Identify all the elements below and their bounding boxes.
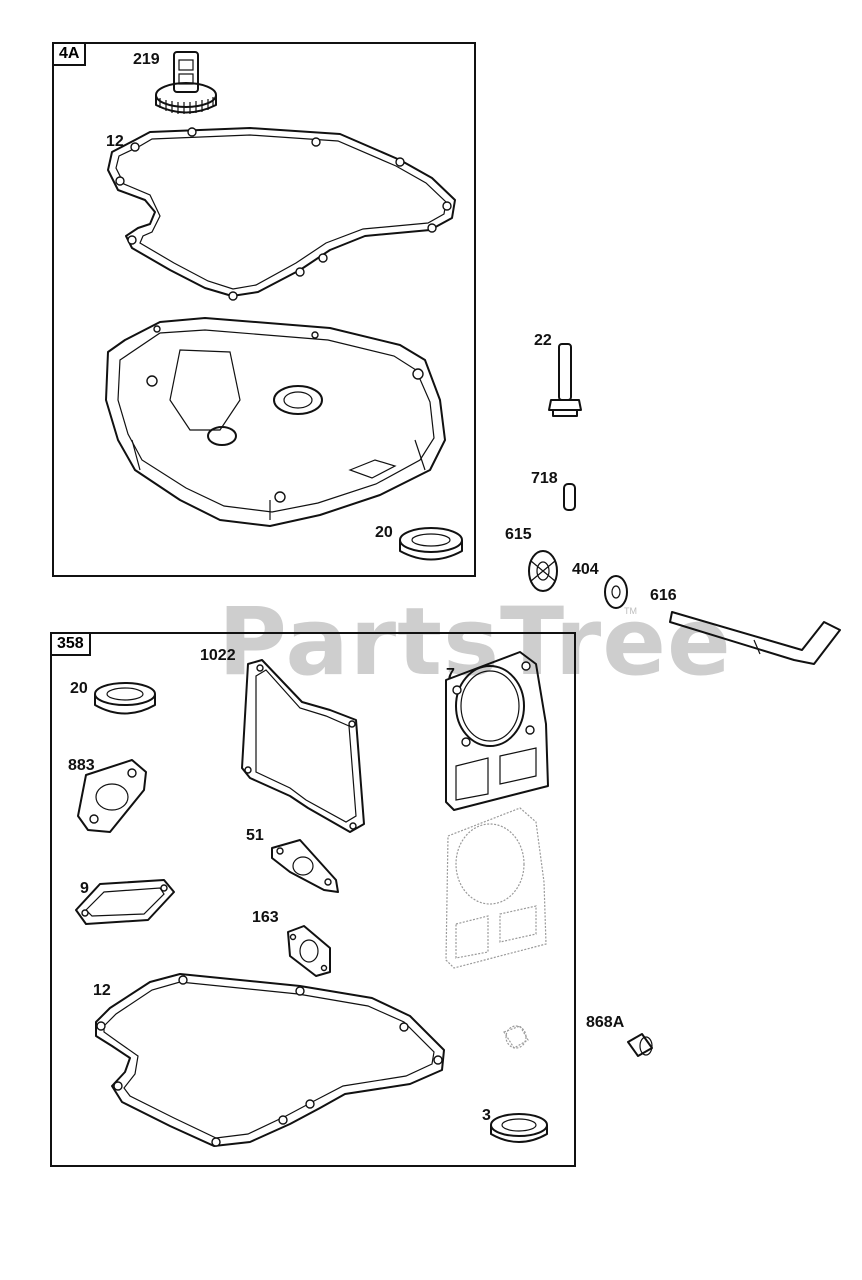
callout-404[interactable]: 404 <box>572 561 599 578</box>
governor-shaft-drawing[interactable] <box>669 611 841 665</box>
callout-20-bottom[interactable]: 20 <box>70 680 88 697</box>
breather-gasket-drawing[interactable] <box>75 879 175 925</box>
callout-7[interactable]: 7 <box>446 666 455 683</box>
exhaust-gasket-drawing[interactable] <box>77 759 147 833</box>
callout-20-top[interactable]: 20 <box>375 524 393 541</box>
callout-12-bottom[interactable]: 12 <box>93 982 111 999</box>
oil-slinger-drawing[interactable] <box>528 550 558 592</box>
washer-drawing[interactable] <box>604 575 628 609</box>
callout-51[interactable]: 51 <box>246 827 264 844</box>
governor-gear-drawing[interactable] <box>155 51 217 114</box>
crankcase-gasket-top-drawing[interactable] <box>107 127 456 301</box>
crankcase-gasket-bottom-drawing[interactable] <box>95 973 445 1147</box>
cylinder-head-gasket-drawing[interactable] <box>445 651 549 811</box>
carburetor-gasket-drawing[interactable] <box>287 925 331 977</box>
callout-3[interactable]: 3 <box>482 1107 491 1124</box>
callout-22[interactable]: 22 <box>534 332 552 349</box>
oil-seal-kit-drawing[interactable] <box>94 682 156 715</box>
dowel-pin-drawing[interactable] <box>563 483 576 511</box>
callout-718[interactable]: 718 <box>531 470 558 487</box>
oil-seal-drawing[interactable] <box>399 527 463 561</box>
callout-163[interactable]: 163 <box>252 909 279 926</box>
kit-panel-358: 358 <box>50 632 576 1167</box>
callout-616[interactable]: 616 <box>650 587 677 604</box>
intake-gasket-drawing[interactable] <box>271 839 339 893</box>
kit-panel-4a: 4A <box>52 42 476 577</box>
callout-868a[interactable]: 868A <box>586 1014 625 1031</box>
panel-tag-358: 358 <box>50 632 91 656</box>
callout-883[interactable]: 883 <box>68 757 95 774</box>
panel-tag-4a: 4A <box>52 42 87 66</box>
callout-12-top[interactable]: 12 <box>106 133 124 150</box>
bolt-drawing[interactable] <box>548 343 582 417</box>
fitting-drawing[interactable] <box>627 1033 653 1057</box>
callout-219[interactable]: 219 <box>133 51 160 68</box>
trademark-mark: TM <box>624 606 637 616</box>
head-gasket-alt-drawing <box>445 807 547 969</box>
callout-9[interactable]: 9 <box>80 880 89 897</box>
crankcase-cover-drawing <box>105 317 446 527</box>
rocker-cover-gasket-drawing[interactable] <box>241 659 365 833</box>
callout-615[interactable]: 615 <box>505 526 532 543</box>
fitting-alt-drawing <box>503 1025 529 1049</box>
valve-seal-drawing[interactable] <box>490 1113 548 1143</box>
parts-tree-watermark: PartsTree <box>218 588 732 697</box>
callout-1022[interactable]: 1022 <box>200 647 236 664</box>
